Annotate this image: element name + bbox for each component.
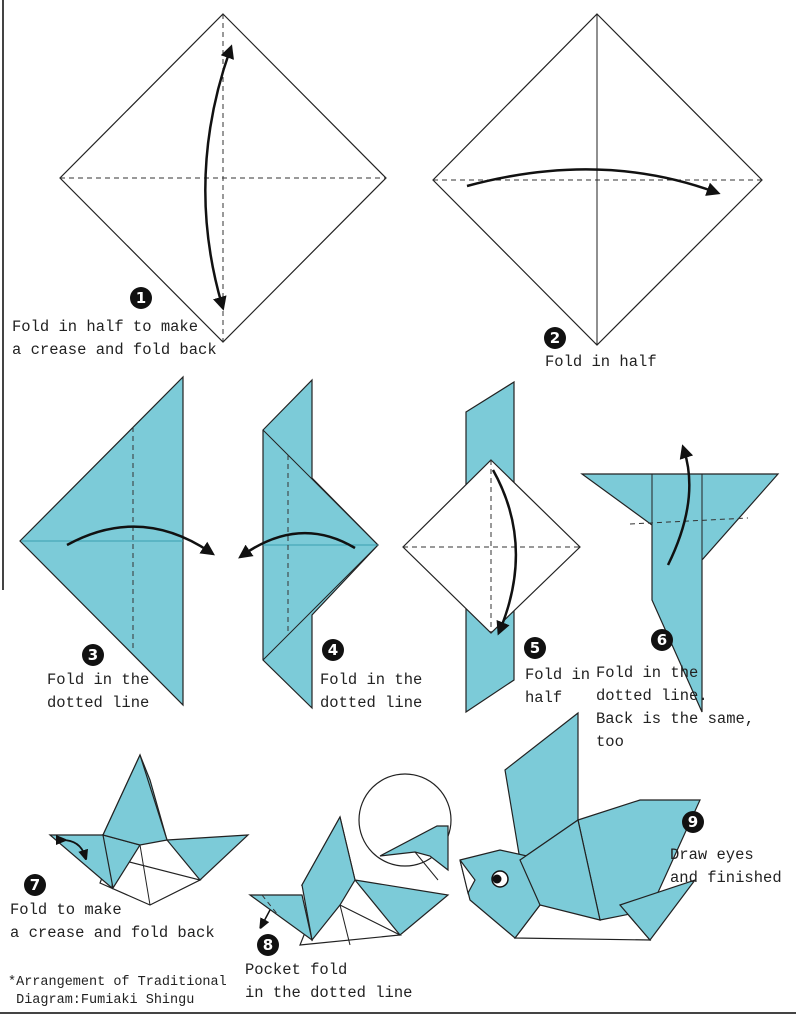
caption-line: in the dotted line — [245, 984, 413, 1002]
caption-line: dotted line — [320, 694, 423, 712]
step-7-figure — [48, 753, 250, 906]
step-6-caption: Fold in the dotted line. Back is the same,… — [596, 662, 754, 754]
step-6-figure — [580, 444, 780, 713]
caption-line: Fold in the — [47, 671, 150, 689]
step-9-number: 9 — [682, 811, 704, 833]
step-5-figure — [402, 380, 581, 714]
step-1-figure — [59, 13, 387, 343]
step-5-number: 5 — [524, 637, 546, 659]
step-3-number: 3 — [82, 644, 104, 666]
step-4-figure — [238, 378, 379, 710]
step-8-caption: Pocket fold in the dotted line — [245, 959, 412, 1005]
credit: *Arrangement of Traditional Diagram:Fumi… — [8, 974, 227, 1010]
step-5-caption: Fold in half — [525, 664, 590, 710]
step-3-caption: Fold in the dotted line — [47, 669, 149, 715]
step-8-number: 8 — [257, 934, 279, 956]
caption-line: too — [596, 733, 624, 751]
credit-line: *Arrangement of Traditional — [8, 975, 227, 990]
step-9-figure — [459, 711, 701, 941]
caption-line: Fold in half to make — [12, 318, 199, 336]
step-8-figure — [248, 773, 452, 946]
step-2-caption: Fold in half — [545, 351, 657, 374]
step-2-figure — [432, 13, 763, 346]
caption-line: Fold in the — [320, 671, 423, 689]
caption-line: dotted line — [47, 694, 150, 712]
step-2-number: 2 — [544, 327, 566, 349]
caption-line: half — [525, 689, 563, 707]
caption-line: a crease and fold back — [12, 341, 217, 359]
credit-line: Diagram:Fumiaki Shingu — [8, 993, 195, 1008]
caption-line: a crease and fold back — [10, 924, 215, 942]
caption-line: and finished — [670, 869, 782, 887]
caption-line: Fold to make — [10, 901, 122, 919]
step-7-number: 7 — [24, 874, 46, 896]
step-1-caption: Fold in half to make a crease and fold ba… — [12, 316, 217, 362]
step-1-number: 1 — [130, 287, 152, 309]
step-3-figure — [19, 375, 215, 707]
caption-line: dotted line. — [596, 687, 708, 705]
caption-line: Back is the same, — [596, 710, 755, 728]
caption-line: Draw eyes — [670, 846, 754, 864]
caption-line: Fold in — [525, 666, 591, 684]
step-4-number: 4 — [322, 639, 344, 661]
step-6-number: 6 — [651, 629, 673, 651]
caption-line: Fold in the — [596, 664, 699, 682]
caption-line: Fold in half — [545, 353, 657, 371]
step-9-caption: Draw eyes and finished — [670, 844, 782, 890]
step-4-caption: Fold in the dotted line — [320, 669, 422, 715]
step-7-caption: Fold to make a crease and fold back — [10, 899, 215, 945]
caption-line: Pocket fold — [245, 961, 348, 979]
